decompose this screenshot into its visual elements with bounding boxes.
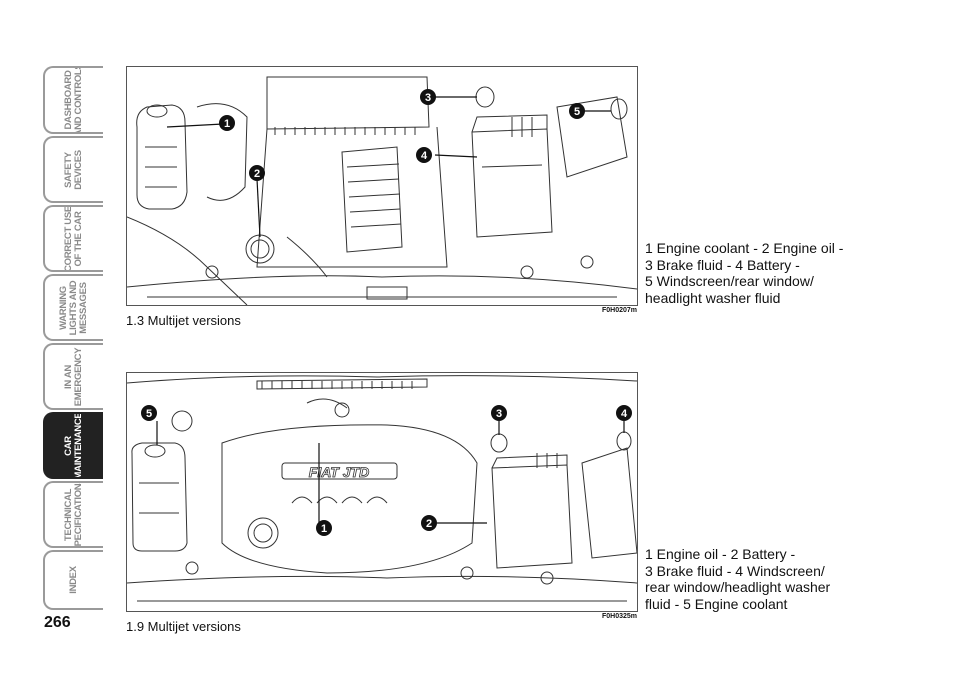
callout-4: 4 (421, 150, 428, 162)
callout-2: 2 (426, 518, 432, 530)
figure-legend: 1 Engine oil - 2 Battery - 3 Brake fluid… (645, 546, 830, 612)
engine-bay-figure-1-9-multijet: FIAT JTD 1 2 3 4 5 (126, 372, 638, 612)
figure-code: F0H0325m (602, 613, 638, 620)
tab-index[interactable]: INDEX (43, 550, 103, 610)
callout-3: 3 (425, 92, 431, 104)
callout-markers (219, 89, 585, 181)
callout-5: 5 (146, 408, 152, 420)
figure-caption: 1.9 Multijet versions (126, 619, 241, 634)
legend-line: fluid - 5 Engine coolant (645, 595, 788, 612)
engine-bay-figure-1-3-multijet: 1 2 3 4 5 (126, 66, 638, 306)
callout-3: 3 (496, 408, 502, 420)
tab-label: INDEX (68, 566, 79, 594)
legend-line: headlight washer fluid (645, 289, 781, 306)
figure-code: F0H0207m (602, 307, 638, 314)
legend-line: 1 Engine oil - 2 Battery - (645, 546, 796, 562)
legend-line: 3 Brake fluid - 4 Windscreen/ (645, 562, 825, 579)
page-number: 266 (44, 614, 71, 631)
engine-bay-illustration: 1 2 3 4 5 (127, 76, 637, 305)
legend-line: 5 Windscreen/rear window/ (645, 273, 814, 289)
legend-line: 1 Engine coolant - 2 Engine oil - (645, 240, 844, 256)
figure-legend: 1 Engine coolant - 2 Engine oil - 3 Brak… (645, 240, 843, 306)
callout-1: 1 (321, 523, 327, 535)
callout-4: 4 (621, 408, 628, 420)
callout-2: 2 (254, 168, 260, 180)
legend-line: rear window/headlight washer (645, 579, 831, 595)
callout-markers (141, 405, 632, 536)
callout-1: 1 (224, 118, 230, 130)
fiat-jtd-logo: FIAT JTD (309, 464, 369, 480)
callout-5: 5 (574, 106, 580, 118)
engine-bay-illustration: FIAT JTD 1 2 3 4 5 (127, 375, 637, 602)
legend-line: 3 Brake fluid - 4 Battery - (645, 256, 800, 273)
figure-caption: 1.3 Multijet versions (126, 313, 241, 328)
